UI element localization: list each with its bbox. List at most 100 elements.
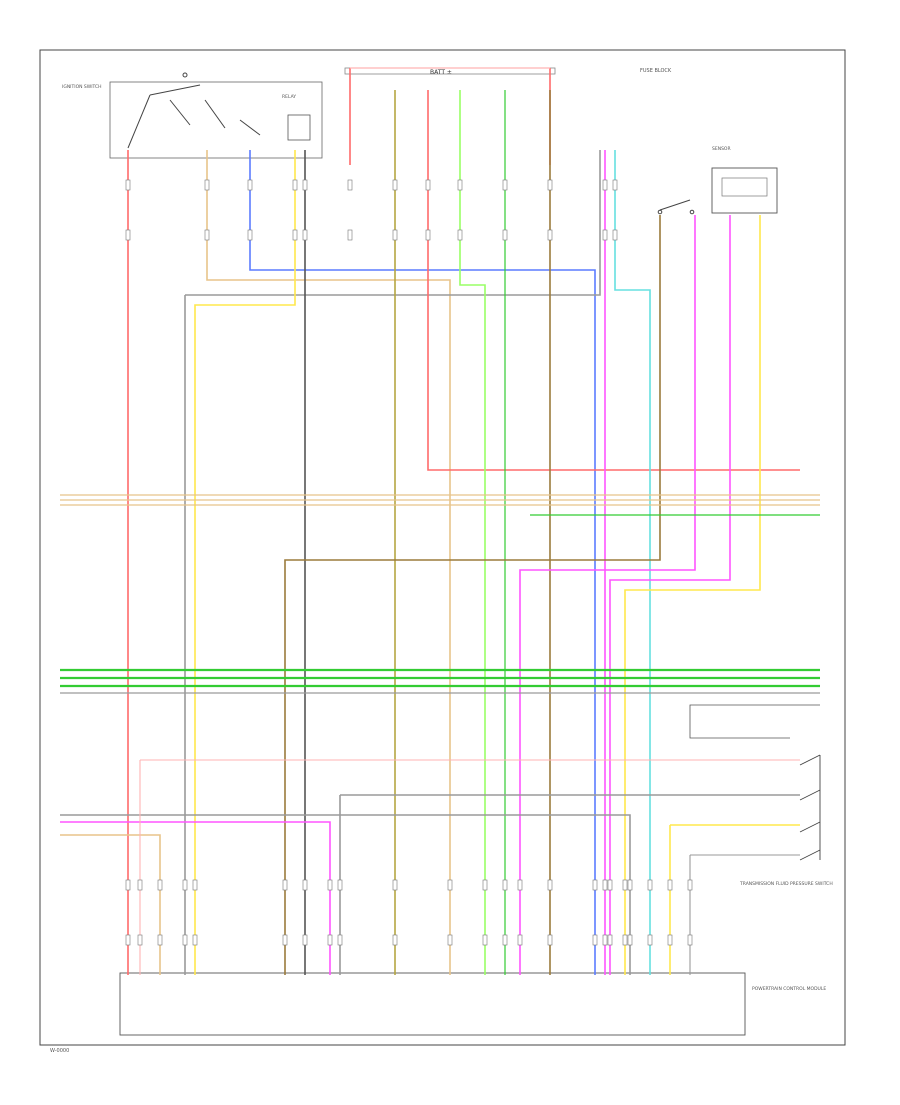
footer-code: W-0000	[50, 1048, 69, 1054]
connector-pcm-1	[137, 934, 143, 946]
connector-pcm-13	[517, 934, 523, 946]
pcm-block	[119, 972, 746, 1036]
connector-bottom-21	[667, 879, 673, 891]
connector-mid-1	[204, 229, 210, 241]
connector-bottom-13	[517, 879, 523, 891]
trans-switch-group	[799, 754, 821, 861]
connector-bottom-16	[602, 879, 608, 891]
diagram-frame	[39, 49, 846, 1046]
top-label: BATT ±	[430, 69, 452, 76]
ignition-switch-contacts	[127, 72, 261, 149]
connector-pcm-10	[447, 934, 453, 946]
connector-bottom-5	[282, 879, 288, 891]
connector-pcm-0	[125, 934, 131, 946]
connector-pcm-14	[547, 934, 553, 946]
connector-bottom-11	[482, 879, 488, 891]
connector-mid-10	[547, 229, 553, 241]
right-header-label: FUSE BLOCK	[640, 68, 672, 74]
connector-top-12	[612, 179, 618, 191]
connector-pcm-7	[327, 934, 333, 946]
connector-mid-5	[347, 229, 353, 241]
connector-pcm-16	[602, 934, 608, 946]
connector-bottom-18	[622, 879, 628, 891]
connector-bottom-8	[337, 879, 343, 891]
wire-yellow-cross	[624, 215, 761, 975]
wires-layer	[60, 67, 820, 975]
wire-cyan-right	[614, 150, 651, 975]
connector-mid-6	[392, 229, 398, 241]
connector-pcm-2	[157, 934, 163, 946]
connector-mid-0	[125, 229, 131, 241]
connector-bottom-1	[137, 879, 143, 891]
connector-top-6	[392, 179, 398, 191]
connector-top-11	[602, 179, 608, 191]
sensor-module-inner	[721, 177, 768, 197]
relay-label: RELAY	[282, 94, 296, 100]
sensor-module-box	[711, 167, 778, 214]
connector-mid-9	[502, 229, 508, 241]
connector-bottom-14	[547, 879, 553, 891]
connector-pcm-5	[282, 934, 288, 946]
connector-pcm-20	[647, 934, 653, 946]
connector-bottom-15	[592, 879, 598, 891]
connector-bottom-22	[687, 879, 693, 891]
connector-top-3	[292, 179, 298, 191]
connector-pcm-11	[482, 934, 488, 946]
connector-bottom-6	[302, 879, 308, 891]
connector-pcm-18	[622, 934, 628, 946]
connector-bottom-0	[125, 879, 131, 891]
connector-pcm-21	[667, 934, 673, 946]
wire-gray-low	[60, 814, 631, 975]
wire-tan-low	[60, 834, 161, 975]
wire-blue-ign	[249, 150, 596, 975]
sensor-label: SENSOR	[712, 146, 731, 152]
connector-bottom-4	[192, 879, 198, 891]
connectors-layer	[125, 179, 693, 946]
connector-bottom-17	[607, 879, 613, 891]
connector-mid-3	[292, 229, 298, 241]
connector-pcm-19	[627, 934, 633, 946]
trans-switch-label: TRANSMISSION FLUID PRESSURE SWITCH	[739, 881, 833, 887]
connector-bottom-20	[647, 879, 653, 891]
connector-bottom-9	[392, 879, 398, 891]
connector-pcm-22	[687, 934, 693, 946]
connector-bottom-10	[447, 879, 453, 891]
connector-pcm-3	[182, 934, 188, 946]
pressure-switch	[657, 199, 695, 215]
connector-top-10	[547, 179, 553, 191]
connector-top-0	[125, 179, 131, 191]
wire-gray-top	[185, 150, 601, 296]
connector-bottom-3	[182, 879, 188, 891]
relay-box	[287, 114, 311, 141]
wire-magenta-low	[60, 821, 331, 975]
connector-pcm-17	[607, 934, 613, 946]
connector-top-1	[204, 179, 210, 191]
wire-lime-mid	[459, 90, 486, 975]
connector-pcm-9	[392, 934, 398, 946]
connector-pcm-4	[192, 934, 198, 946]
connector-pcm-8	[337, 934, 343, 946]
wire-yellow-left	[194, 150, 296, 975]
connector-top-4	[302, 179, 308, 191]
connector-mid-7	[425, 229, 431, 241]
ignition-switch-block	[109, 81, 323, 159]
connector-bottom-7	[327, 879, 333, 891]
connector-top-7	[425, 179, 431, 191]
connector-mid-8	[457, 229, 463, 241]
connector-top-9	[502, 179, 508, 191]
connector-mid-12	[612, 229, 618, 241]
connector-bottom-2	[157, 879, 163, 891]
connector-top-2	[247, 179, 253, 191]
connector-mid-2	[247, 229, 253, 241]
connector-pcm-6	[302, 934, 308, 946]
wire-red-ign-2	[206, 150, 451, 975]
wire-magenta-cross	[519, 215, 696, 975]
connector-mid-4	[302, 229, 308, 241]
wire-brown-cross	[284, 215, 661, 975]
bracket-connector	[689, 704, 820, 739]
pcm-label: POWERTRAIN CONTROL MODULE	[752, 986, 826, 992]
connector-pcm-12	[502, 934, 508, 946]
wire-red-right	[427, 90, 800, 471]
